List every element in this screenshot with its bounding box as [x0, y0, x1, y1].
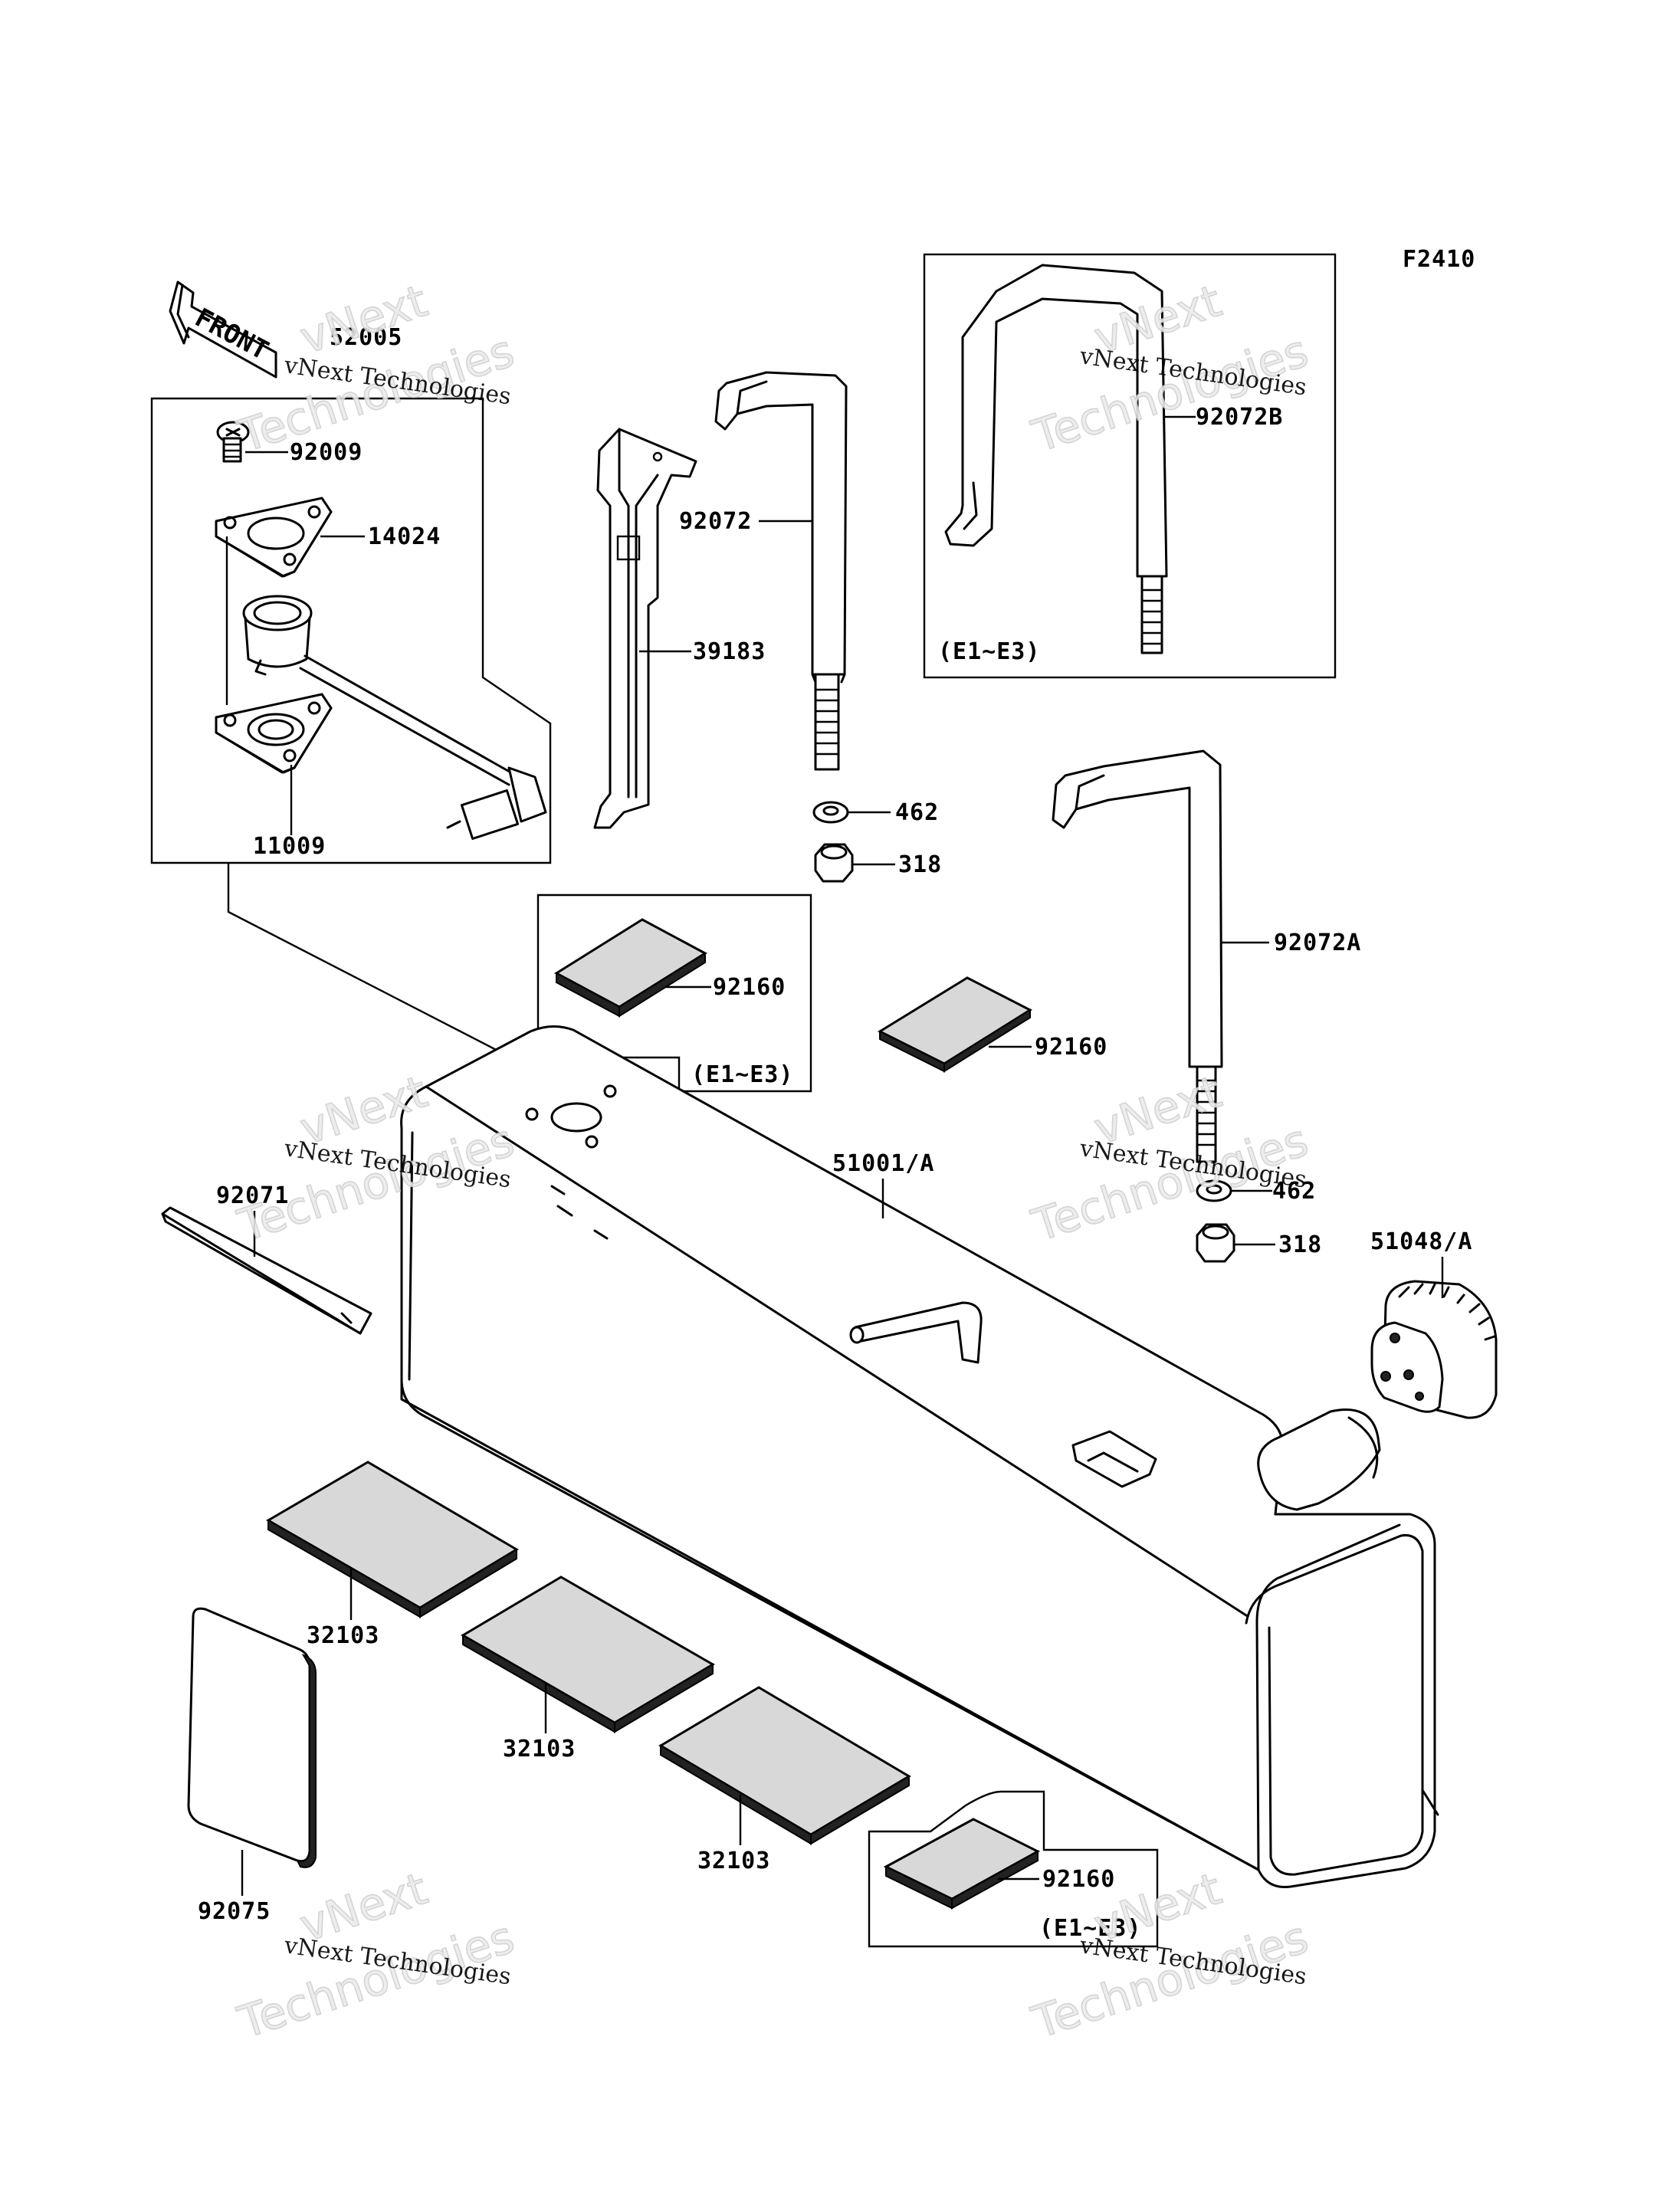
label-32103-a: 32103: [307, 1622, 379, 1649]
pad-92160-bottom: 92160 (E1~E3): [868, 1790, 1159, 1948]
label-318-b: 318: [1278, 1231, 1322, 1258]
note-e1-e3-top: (E1~E3): [938, 638, 1040, 665]
label-92009: 92009: [290, 439, 363, 466]
gauge-group-outline: [150, 397, 552, 864]
band-92072: 92072: [679, 371, 848, 771]
band-92072B-group: 92072B (E1~E3): [923, 253, 1337, 679]
label-318-a: 318: [898, 851, 942, 878]
fuel-sender: [242, 595, 547, 840]
label-92072B: 92072B: [1196, 404, 1283, 431]
pad-92160-free: 92160: [877, 976, 1107, 1073]
label-52005: 52005: [330, 324, 402, 351]
label-92075: 92075: [198, 1898, 271, 1925]
pad-92075: 92075: [187, 1607, 317, 1925]
pad-32103-c: 32103: [658, 1686, 911, 1874]
watermark-4: vNext Technologies vNext Technologies: [1025, 1065, 1315, 1253]
bracket-39183: 39183: [593, 428, 766, 829]
nut-318-b: 318: [1196, 1223, 1322, 1263]
gasket-11009: [215, 693, 333, 774]
plate-14024: [215, 497, 333, 578]
e1-e3-box-top: [923, 253, 1337, 679]
label-92160-b: 92160: [1035, 1034, 1107, 1061]
label-51048A: 51048/A: [1370, 1228, 1472, 1255]
washer-462-b: 462: [1196, 1178, 1316, 1205]
front-label: FRONT: [190, 303, 274, 366]
bolt-92009: [216, 421, 250, 463]
label-11009: 11009: [253, 833, 326, 860]
label-39183: 39183: [693, 638, 766, 665]
label-14024: 14024: [368, 523, 441, 550]
label-51001A: 51001/A: [832, 1150, 934, 1177]
label-462-a: 462: [895, 799, 939, 826]
label-92160-c: 92160: [1042, 1866, 1115, 1893]
label-32103-c: 32103: [697, 1848, 770, 1874]
label-92072: 92072: [679, 508, 752, 535]
watermark-2: vNext Technologies vNext Technologies: [1025, 274, 1315, 464]
strap-92071: 92071: [161, 1182, 372, 1335]
pad-32103-b: 32103: [461, 1576, 715, 1763]
front-arrow: FRONT: [169, 280, 277, 379]
fuel-tank-51001A: 51001/A: [400, 1025, 1439, 1889]
label-462-b: 462: [1272, 1178, 1316, 1205]
nut-318-a: 318: [814, 843, 942, 883]
watermark-5: vNext Technologies vNext Technologies: [231, 1862, 521, 2050]
figure-code: F2410: [1403, 246, 1475, 273]
label-92072A: 92072A: [1274, 930, 1361, 956]
label-32103-b: 32103: [503, 1736, 576, 1763]
label-92160-a: 92160: [713, 974, 786, 1001]
band-92072A: 92072A: [1052, 749, 1361, 1163]
pad-32103-a: 32103: [266, 1461, 519, 1649]
cap-51048A: 51048/A: [1370, 1228, 1498, 1419]
note-e1-e3-mid: (E1~E3): [691, 1061, 793, 1088]
washer-462-a: 462: [812, 799, 939, 826]
label-92071: 92071: [216, 1182, 289, 1209]
note-e1-e3-bottom: (E1~E3): [1039, 1915, 1141, 1942]
gauge-group: 52005 92009 14024 11009: [150, 324, 552, 1070]
